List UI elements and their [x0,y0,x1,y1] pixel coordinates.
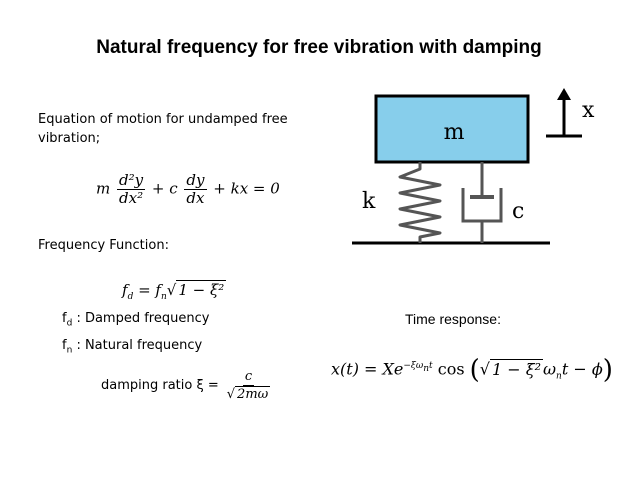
sqrt-icon: √ [166,281,177,299]
mass-block [374,94,530,164]
def-natural-sym: f [62,337,67,353]
def-damped-sym: f [62,311,67,326]
frequency-heading: Frequency Function: [38,238,169,253]
def-damped: fd : Damped frequency [62,308,209,335]
mass-spring-damper-diagram: m k c x [352,88,595,245]
tr-cos: cos [437,359,465,379]
arrow-up-icon [557,88,571,100]
eq-mass-symbol: m [96,179,111,198]
equation-heading-line2: vibration; [38,131,101,146]
damper-label: c [512,199,524,224]
tr-exponent-sub: n [423,363,430,374]
spring-label: k [362,189,376,214]
spring-icon [398,162,442,243]
tr-lhs: x(t) = Xe [331,359,404,379]
axis-label: x [582,98,595,123]
slide-title: Natural frequency for free vibration wit… [96,37,542,58]
def-natural-text: : Natural frequency [76,337,203,353]
eq-num1: d²y [117,171,146,190]
eq-fraction-second-derivative: d²y dx² [117,171,146,207]
freq-radicand: 1 − ξ² [176,280,227,299]
def-natural: fn : Natural frequency [62,335,209,362]
damping-label: damping ratio ξ = [101,378,219,393]
equation-heading: Equation of motion for undamped free vib… [38,110,288,148]
freq-rhs-sub: n [160,292,167,302]
tr-omega-sub: n [556,371,562,382]
tr-exponent-t: t [429,361,433,372]
sqrt-icon: √ [479,359,490,379]
frequency-equation: fd = fn√1 − ξ² [122,280,227,302]
left-paren-icon: ( [469,355,480,385]
equation-heading-line1: Equation of motion for undamped free [38,112,288,127]
tr-radicand: 1 − ξ² [490,358,543,379]
def-natural-sub: n [66,345,73,356]
sqrt-icon: √ [226,387,236,402]
tr-exponent-wrap: −ξωnt [403,361,433,374]
tr-exponent: −ξω [403,361,424,372]
def-damped-text: : Damped frequency [76,311,210,326]
eq-plus-c: + c [151,179,178,198]
damping-fraction: c √2mω [225,368,273,403]
damping-num: c [242,369,255,386]
right-paren-icon: ) [602,355,613,385]
tr-omega: ω [542,359,557,379]
freq-eq-sign: = f [133,281,161,299]
eq-den1: dx² [119,189,144,207]
freq-lhs-sub: d [127,292,134,302]
eq-num2: dy [184,171,207,190]
eq-den2: dx [186,189,205,207]
damping-den: 2mω [235,386,271,402]
def-damped-sub: d [66,318,73,329]
eq-fraction-first-derivative: dy dx [184,171,207,207]
damping-den-wrap: √2mω [225,386,273,403]
mass-label: m [444,120,465,145]
tr-tail: t − ϕ [561,359,603,379]
eq-tail: + kx = 0 [213,179,280,198]
freq-lhs: f [122,281,128,299]
time-response-label: Time response: [405,311,501,327]
equation-of-motion: m d²y dx² + c dy dx + kx = 0 [96,172,280,207]
frequency-definitions: fd : Damped frequency fn : Natural frequ… [62,308,209,361]
damping-ratio: damping ratio ξ = c √2mω [101,368,274,403]
